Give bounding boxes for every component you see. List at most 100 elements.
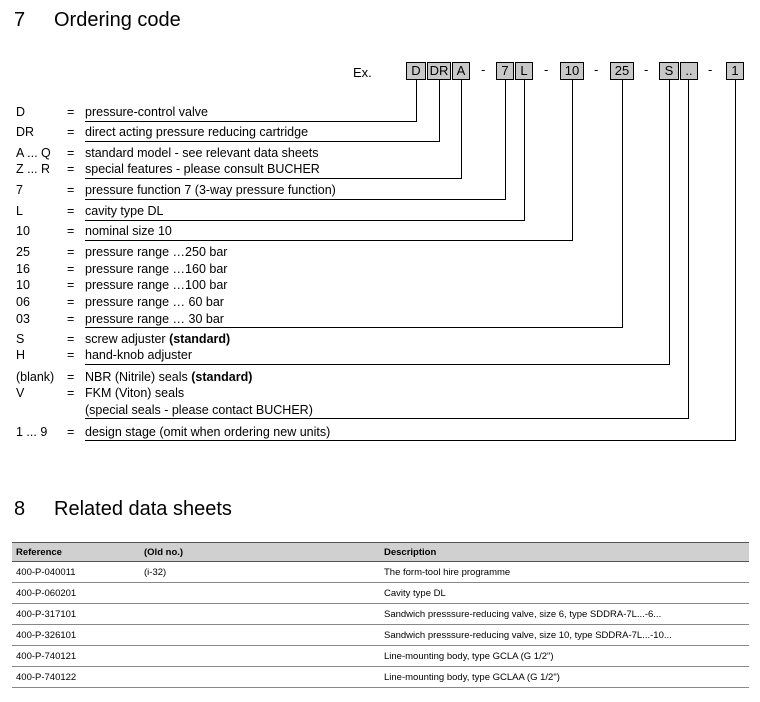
separator: - [544, 62, 549, 77]
equals-sign: = [67, 162, 75, 176]
cell-reference: 400-P-060201 [12, 582, 140, 604]
connector-s [85, 80, 670, 365]
legend-code: L [16, 204, 23, 218]
table-header-row: Reference (Old no.) Description [12, 542, 749, 562]
code-box-a: A [452, 62, 470, 80]
equals-sign: = [67, 348, 75, 362]
legend-code: 25 [16, 245, 30, 259]
legend-description: pressure range …160 bar [85, 262, 228, 276]
legend-description: direct acting pressure reducing cartridg… [85, 125, 309, 139]
legend-code: D [16, 105, 26, 119]
legend-description: pressure range … 60 bar [85, 295, 224, 309]
legend-description: NBR (Nitrile) seals (standard) [85, 370, 253, 384]
equals-sign: = [67, 204, 75, 218]
cell-description: Line-mounting body, type GCLAA (G 1/2") [380, 666, 749, 688]
equals-sign: = [67, 224, 75, 238]
cell-description: Sandwich presssure-reducing valve, size … [380, 603, 749, 625]
legend-description: cavity type DL [85, 204, 164, 218]
cell-reference: 400-P-326101 [12, 624, 140, 646]
connector-d [85, 80, 417, 122]
separator: - [481, 62, 486, 77]
cell-old-no [140, 603, 380, 625]
legend-code: 16 [16, 262, 30, 276]
legend-code: 10 [16, 278, 30, 292]
equals-sign: = [67, 125, 75, 139]
connector-a [85, 80, 462, 179]
equals-sign: = [67, 262, 75, 276]
legend-description: nominal size 10 [85, 224, 172, 238]
table-row: 400-P-740122 Line-mounting body, type GC… [12, 666, 749, 688]
separator: - [594, 62, 599, 77]
cell-reference: 400-P-317101 [12, 603, 140, 625]
standard-emphasis: (standard) [169, 332, 231, 346]
legend-code: 06 [16, 295, 30, 309]
standard-emphasis: (standard) [191, 370, 253, 384]
legend-code: 10 [16, 224, 30, 238]
cell-reference: 400-P-740121 [12, 645, 140, 667]
example-label: Ex. [353, 65, 372, 80]
equals-sign: = [67, 386, 75, 400]
equals-sign: = [67, 332, 75, 346]
cell-description: Line-mounting body, type GCLA (G 1/2") [380, 645, 749, 667]
code-box-dr: DR [427, 62, 451, 80]
section-8-number: 8 [14, 498, 26, 520]
legend-code: Z ... R [16, 162, 51, 176]
table-row: 400-P-060201 Cavity type DL [12, 582, 749, 604]
legend-code: 1 ... 9 [16, 425, 48, 439]
section-8-title: Related data sheets [54, 498, 232, 520]
code-box-seals: .. [680, 62, 698, 80]
code-box-s: S [659, 62, 679, 80]
cell-description: Cavity type DL [380, 582, 749, 604]
connector-7 [85, 80, 506, 200]
legend-description: FKM (Viton) seals [85, 386, 185, 400]
table-row: 400-P-740121 Line-mounting body, type GC… [12, 645, 749, 667]
equals-sign: = [67, 105, 75, 119]
table-row: 400-P-040011 (i-32) The form-tool hire p… [12, 561, 749, 583]
cell-description: Sandwich presssure-reducing valve, size … [380, 624, 749, 646]
equals-sign: = [67, 183, 75, 197]
legend-description: pressure function 7 (3-way pressure func… [85, 183, 336, 197]
code-box-25: 25 [610, 62, 634, 80]
legend-code: H [16, 348, 26, 362]
code-box-1: 1 [726, 62, 744, 80]
legend-description: hand-knob adjuster [85, 348, 193, 362]
equals-sign: = [67, 370, 75, 384]
legend-description: screw adjuster (standard) [85, 332, 231, 346]
legend-code: A ... Q [16, 146, 51, 160]
cell-old-no [140, 582, 380, 604]
legend-description: pressure range …100 bar [85, 278, 228, 292]
equals-sign: = [67, 295, 75, 309]
equals-sign: = [67, 146, 75, 160]
legend-code: DR [16, 125, 35, 139]
section-7-number: 7 [14, 9, 26, 31]
separator: - [644, 62, 649, 77]
related-data-sheets-table: Reference (Old no.) Description 400-P-04… [12, 542, 749, 688]
legend-code: 7 [16, 183, 23, 197]
equals-sign: = [67, 245, 75, 259]
legend-code: (blank) [16, 370, 55, 384]
cell-reference: 400-P-040011 [12, 561, 140, 583]
legend-code: S [16, 332, 25, 346]
header-description: Description [380, 542, 749, 562]
legend-description: pressure-control valve [85, 105, 208, 119]
equals-sign: = [67, 278, 75, 292]
code-box-l: L [515, 62, 533, 80]
header-reference: Reference [12, 542, 140, 562]
legend-description: standard model - see relevant data sheet… [85, 146, 319, 160]
connector-25 [85, 80, 623, 328]
code-box-d: D [406, 62, 426, 80]
table-row: 400-P-326101 Sandwich presssure-reducing… [12, 624, 749, 646]
cell-old-no [140, 666, 380, 688]
equals-sign: = [67, 312, 75, 326]
cell-reference: 400-P-740122 [12, 666, 140, 688]
cell-old-no [140, 645, 380, 667]
code-box-7: 7 [496, 62, 514, 80]
cell-old-no: (i-32) [140, 561, 380, 583]
header-old-no: (Old no.) [140, 542, 380, 562]
connector-seals [85, 80, 689, 419]
equals-sign: = [67, 425, 75, 439]
legend-description: special features - please consult BUCHER [85, 162, 320, 176]
legend-description: pressure range … 30 bar [85, 312, 224, 326]
connector-l [85, 80, 525, 221]
